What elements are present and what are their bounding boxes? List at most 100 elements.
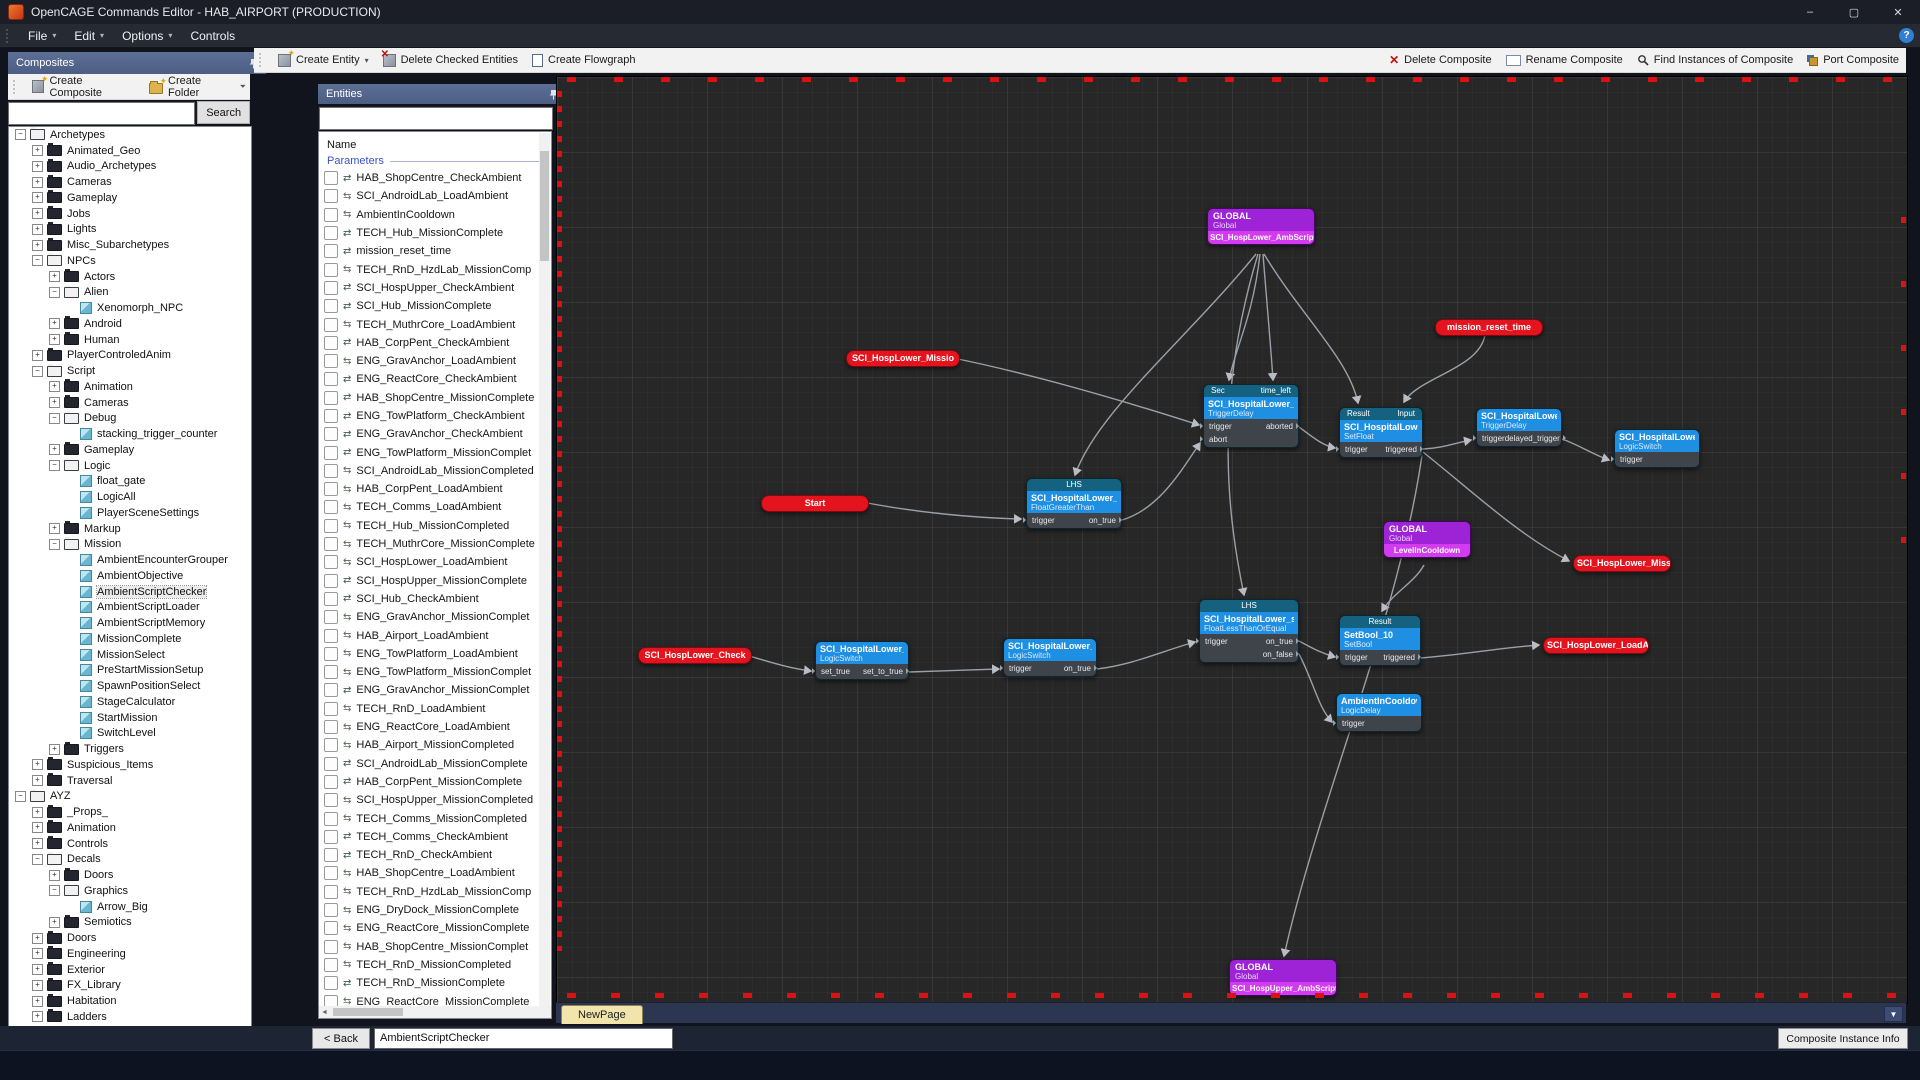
tree-row[interactable]: MissionSelect <box>9 647 251 663</box>
tree-row[interactable]: +FX_Library <box>9 977 251 994</box>
tree-row[interactable]: +Misc_Subarchetypes <box>9 237 251 253</box>
flow-node-setfloat[interactable]: ResultInputSCI_HospitalLower_setSetFloat… <box>1336 407 1423 458</box>
create-folder-button[interactable]: Create Folder <box>142 74 240 99</box>
tree-row[interactable]: −Decals <box>9 851 251 868</box>
entity-checkbox[interactable] <box>324 793 338 808</box>
entity-row[interactable]: ⇆SCI_HospLower_LoadAmbient <box>319 553 551 571</box>
tree-row[interactable]: StartMission <box>9 710 251 726</box>
help-icon[interactable]: ? <box>1899 28 1914 43</box>
scrollbar-thumb[interactable] <box>540 151 549 261</box>
maximize-button[interactable]: ▢ <box>1848 6 1860 19</box>
flow-node-switch_m[interactable]: SCI_HospitalLower_ambLogicSwitchtriggero… <box>1000 638 1098 677</box>
entity-checkbox[interactable] <box>324 518 338 533</box>
entity-checkbox[interactable] <box>324 445 338 460</box>
node-pin-Sec[interactable]: Sec <box>1211 386 1225 395</box>
tree-row[interactable]: −AYZ <box>9 788 251 805</box>
entity-checkbox[interactable] <box>324 738 338 753</box>
port-composite-button[interactable]: Port Composite <box>1800 48 1906 72</box>
entity-checkbox[interactable] <box>324 463 338 478</box>
entity-row[interactable]: ⇆SCI_AndroidLab_LoadAmbient <box>319 187 551 205</box>
entity-checkbox[interactable] <box>324 829 338 844</box>
node-pin-on_true[interactable]: on_true <box>1088 516 1123 525</box>
entity-checkbox[interactable] <box>324 939 338 954</box>
tree-row[interactable]: LogicAll <box>9 489 251 505</box>
tree-row[interactable]: +Habitation <box>9 993 251 1009</box>
entity-row[interactable]: ⇆AmbientInCooldown <box>319 206 551 224</box>
tree-expander-icon[interactable]: − <box>49 538 60 550</box>
tree-expander-icon[interactable]: + <box>49 523 60 535</box>
tree-expander-icon[interactable]: + <box>49 397 60 409</box>
tree-expander-icon[interactable]: + <box>32 208 43 220</box>
node-pin-set_true[interactable]: set_true <box>812 667 850 676</box>
entity-row[interactable]: ⇆TECH_Comms_MissionCompleted <box>319 809 551 827</box>
tree-row[interactable]: AmbientObjective <box>9 568 251 584</box>
tree-row[interactable]: AmbientEncounterGrouper <box>9 552 251 568</box>
flow-node-cooldown[interactable]: AmbientInCooldownLogicDelaytrigger <box>1333 693 1422 732</box>
entity-row[interactable]: ⇆ENG_ReactCore_MissionComplete <box>319 992 551 1007</box>
entity-row[interactable]: ⇄TECH_Comms_CheckAmbient <box>319 828 551 846</box>
flow-node-delay2[interactable]: SCI_HospitalLower_delaTriggerDelaytrigge… <box>1473 408 1567 447</box>
tree-row[interactable]: −Script <box>9 363 251 379</box>
node-pin-Result[interactable]: Result <box>1368 617 1392 626</box>
entities-vertical-scrollbar[interactable] <box>539 133 550 1006</box>
entity-row[interactable]: ⇆TECH_RnD_HzdLab_MissionComp <box>319 260 551 278</box>
tree-expander-icon[interactable]: − <box>32 365 43 377</box>
entity-checkbox[interactable] <box>324 628 338 643</box>
tree-expander-icon[interactable]: + <box>32 145 43 157</box>
entity-checkbox[interactable] <box>324 207 338 222</box>
entity-checkbox[interactable] <box>324 500 338 515</box>
close-button[interactable]: ✕ <box>1893 6 1903 19</box>
delete-checked-entities-button[interactable]: ✕ Delete Checked Entities <box>380 48 519 67</box>
tree-row[interactable]: Xenomorph_NPC <box>9 300 251 316</box>
node-pin-trigger[interactable]: trigger <box>1196 637 1228 646</box>
entity-row[interactable]: ⇄HAB_ShopCentre_CheckAmbient <box>319 169 551 187</box>
tree-expander-icon[interactable]: + <box>49 271 60 283</box>
tree-row[interactable]: −NPCs <box>9 253 251 269</box>
tree-row[interactable]: −Graphics <box>9 883 251 899</box>
entity-row[interactable]: ⇆TECH_RnD_MissionCompleted <box>319 956 551 974</box>
entity-row[interactable]: ⇆HAB_ShopCentre_MissionComplet <box>319 937 551 955</box>
tree-expander-icon[interactable]: + <box>32 192 43 204</box>
entity-row[interactable]: ⇆ENG_ReactCore_MissionComplete <box>319 919 551 937</box>
find-instances-button[interactable]: Find Instances of Composite <box>1630 48 1800 72</box>
tab-newpage[interactable]: NewPage <box>561 1005 643 1024</box>
entity-checkbox[interactable] <box>324 756 338 771</box>
create-flowgraph-button[interactable]: Create Flowgraph <box>525 48 642 72</box>
entity-row[interactable]: ⇄TECH_RnD_MissionComplete <box>319 974 551 992</box>
flow-node-switch_r[interactable]: SCI_HospitalLower_ambLogicSwitchtrigger <box>1611 429 1700 468</box>
tree-expander-icon[interactable]: + <box>49 381 60 393</box>
entity-row[interactable]: ⇆SCI_AndroidLab_MissionCompleted <box>319 462 551 480</box>
node-pin-trigger[interactable]: trigger <box>1473 434 1505 443</box>
node-pin-triggered[interactable]: triggered <box>1383 653 1421 662</box>
entity-checkbox[interactable] <box>324 262 338 277</box>
node-pin-trigger[interactable]: trigger <box>1023 516 1055 525</box>
node-pin-aborted[interactable]: aborted <box>1265 422 1300 431</box>
tree-row[interactable]: Arrow_Big <box>9 899 251 915</box>
entities-horizontal-scrollbar[interactable]: ◄ <box>318 1006 552 1019</box>
scroll-left-arrow-icon[interactable]: ◄ <box>321 1009 328 1016</box>
tree-expander-icon[interactable]: + <box>49 743 60 755</box>
tree-row[interactable]: +Doors <box>9 930 251 946</box>
tree-expander-icon[interactable]: + <box>49 916 60 928</box>
composite-instance-info-button[interactable]: Composite Instance Info <box>1778 1028 1908 1049</box>
tree-expander-icon[interactable]: + <box>32 979 43 991</box>
tree-row[interactable]: +Controls <box>9 836 251 852</box>
tree-expander-icon[interactable]: + <box>49 444 60 456</box>
tree-row[interactable]: +_Props_ <box>9 804 251 820</box>
entity-checkbox[interactable] <box>324 665 338 680</box>
flow-node-flte[interactable]: LHSSCI_HospitalLower_startFloatLessThanO… <box>1196 599 1300 663</box>
entity-checkbox[interactable] <box>324 720 338 735</box>
entities-filter-input[interactable] <box>319 107 553 130</box>
entity-row[interactable]: ⇄SCI_Hub_MissionComplete <box>319 297 551 315</box>
tree-row[interactable]: −Mission <box>9 536 251 553</box>
entity-row[interactable]: ⇆TECH_Comms_LoadAmbient <box>319 498 551 516</box>
entity-row[interactable]: ⇆TECH_MuthrCore_MissionComplete <box>319 535 551 553</box>
tree-row[interactable]: +Triggers <box>9 741 251 757</box>
entity-checkbox[interactable] <box>324 921 338 936</box>
flow-node-reset[interactable]: mission_reset_time <box>1435 319 1543 336</box>
tree-row[interactable]: +Cameras <box>9 174 251 190</box>
tree-row[interactable]: +Semiotics <box>9 914 251 931</box>
entity-checkbox[interactable] <box>324 811 338 826</box>
